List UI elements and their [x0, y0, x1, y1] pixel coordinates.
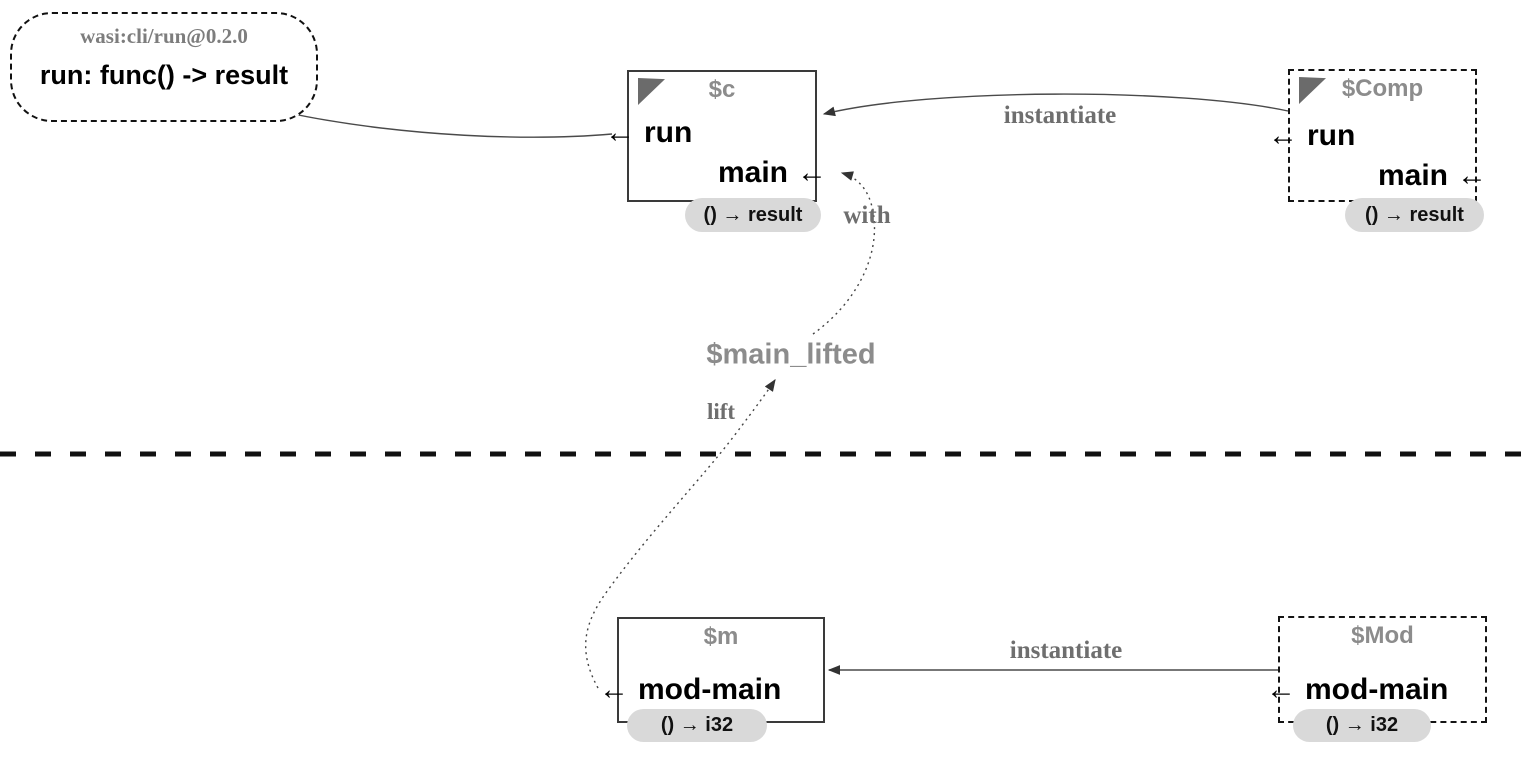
arrow-left-icon: ←: [797, 156, 827, 189]
port-label: run: [644, 116, 693, 149]
instance-m: $m ← mod-main () → i32: [599, 617, 825, 742]
module-mod-title: $Mod: [1351, 622, 1414, 649]
interface-note: wasi:cli/run@0.2.0 run: func() -> result: [10, 12, 318, 122]
port-comp-main: main ←: [1378, 161, 1487, 191]
type-pill-mod: () → i32: [1293, 709, 1431, 742]
component-comp: $Comp ← run main ← () → result: [1268, 69, 1487, 232]
instance-m-title: $m: [703, 623, 739, 650]
port-label: mod-main: [638, 673, 782, 706]
port-m-mod-main: ← mod-main: [599, 675, 781, 705]
port-label: main: [1377, 159, 1448, 192]
port-label: main: [717, 156, 788, 189]
type-pill-comp: () → result: [1345, 198, 1484, 232]
arrow-left-icon: ←: [599, 673, 629, 706]
interface-note-signature: run: func() -> result: [39, 60, 289, 90]
instance-c-title: $c: [708, 76, 736, 103]
type-pill-c: () → result: [685, 198, 821, 232]
label-main-lifted: $main_lifted: [706, 338, 876, 371]
arrow-left-icon: ←: [605, 116, 635, 149]
arrow-left-icon: ←: [1457, 159, 1487, 192]
port-label: run: [1307, 119, 1356, 152]
port-c-main: main ←: [718, 158, 827, 188]
arrow-instantiate-comp-to-c: [822, 93, 1289, 117]
label-instantiate-bottom: instantiate: [1009, 637, 1123, 664]
port-label: mod-main: [1305, 673, 1449, 706]
module-mod: $Mod ← mod-main () → i32: [1266, 616, 1487, 742]
interface-note-title: wasi:cli/run@0.2.0: [80, 24, 248, 48]
label-instantiate-top: instantiate: [1003, 102, 1117, 129]
arrow-left-icon: ←: [1266, 673, 1296, 706]
instance-c: $c ← run main ← () → result: [605, 70, 827, 232]
label-lift: lift: [706, 399, 736, 424]
component-comp-title: $Comp: [1341, 75, 1424, 102]
type-pill-m: () → i32: [627, 709, 767, 742]
arrow-left-icon: ←: [1268, 119, 1298, 152]
arrow-lift-modmain-to-mainlifted: [585, 378, 776, 689]
arrow-with-mainlifted-to-main: [812, 171, 876, 335]
port-comp-run: ← run: [1268, 121, 1355, 151]
port-c-run: ← run: [605, 118, 692, 148]
label-with: with: [843, 202, 891, 229]
port-mod-mod-main: ← mod-main: [1266, 675, 1448, 705]
